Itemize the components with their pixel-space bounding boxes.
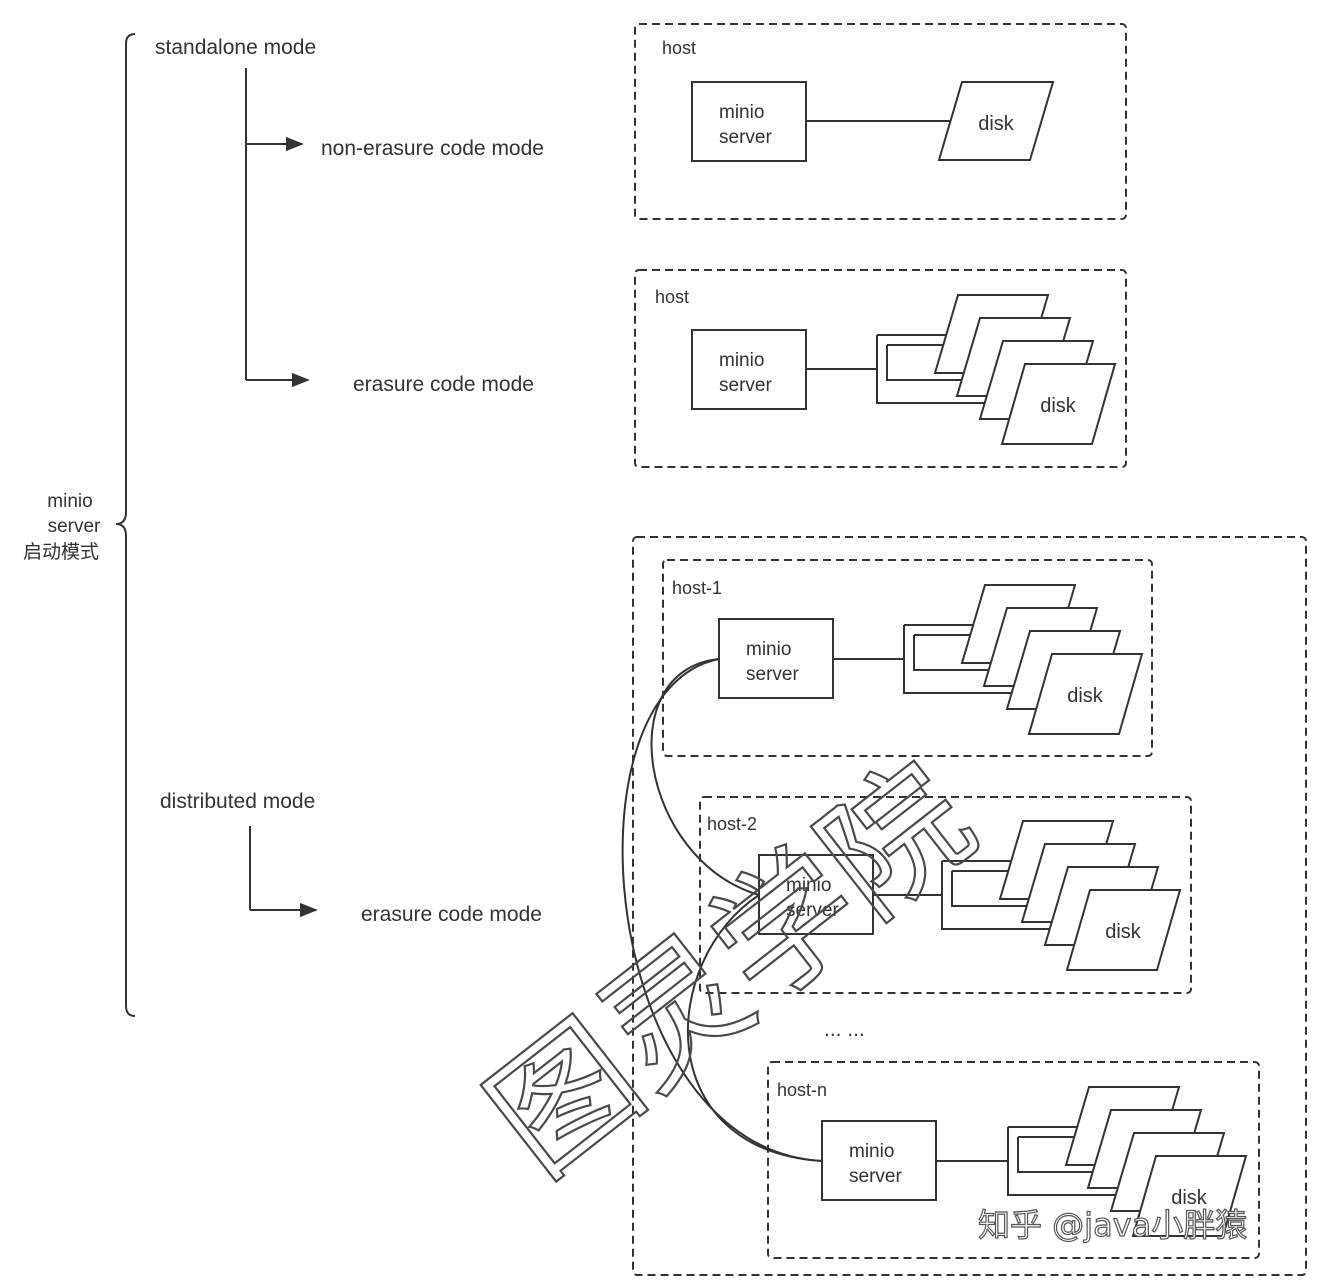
minio-server-box-b xyxy=(691,329,807,410)
distributed-mode-label: distributed mode xyxy=(160,790,315,813)
minio-server-label-2-2: server xyxy=(786,900,839,921)
disk-b-4 xyxy=(1000,363,1117,445)
root-label-line-3: 启动模式 xyxy=(23,541,99,563)
link-server-1-to-n xyxy=(621,658,823,1162)
minio-server-label-1-2: server xyxy=(746,664,799,685)
root-label-line-2: server xyxy=(48,516,101,537)
distributed-cluster-panel xyxy=(632,536,1307,1276)
left-brace xyxy=(115,33,136,1017)
root-label-line-1: minio xyxy=(47,491,92,512)
minio-server-label-a-2: server xyxy=(719,127,772,148)
disk-bus-1 xyxy=(833,624,1037,694)
minio-server-label-2-1: minio xyxy=(786,875,831,896)
disk-2-4 xyxy=(1065,889,1182,971)
host-label-2: host-2 xyxy=(707,814,757,834)
minio-server-label-a-1: minio xyxy=(719,102,764,123)
host-label-1: host-1 xyxy=(672,578,722,598)
host-label-b: host xyxy=(655,287,689,307)
link-server-2-to-n xyxy=(686,894,823,1162)
host-panel-1 xyxy=(662,559,1153,757)
host-panel-n xyxy=(767,1061,1260,1259)
erasure-code-mode-label-standalone: erasure code mode xyxy=(353,373,534,396)
disk-stack-1: disk xyxy=(833,584,1144,735)
minio-server-label-1-1: minio xyxy=(746,639,791,660)
disk-1-4 xyxy=(1027,653,1144,735)
host-panel-standalone-single xyxy=(634,23,1127,220)
disk-stack-2: disk xyxy=(873,820,1182,971)
minio-server-label-b-1: minio xyxy=(719,350,764,371)
link-server-1-to-2 xyxy=(650,658,760,896)
disk-label-single: disk xyxy=(978,113,1015,135)
more-hosts-ellipsis: ... ... xyxy=(824,1018,865,1041)
minio-server-box-a xyxy=(691,81,807,162)
erasure-code-mode-label-distributed: erasure code mode xyxy=(361,903,542,926)
minio-server-label-n-2: server xyxy=(849,1166,902,1187)
minio-server-label-n-1: minio xyxy=(849,1141,894,1162)
disk-single xyxy=(937,81,1055,161)
host-label-n: host-n xyxy=(777,1080,827,1100)
credit-label: 知乎 @java小胖猿 xyxy=(978,1206,1247,1244)
minio-server-box-n xyxy=(821,1120,937,1201)
disk-label-2: disk xyxy=(1105,921,1142,943)
disk-label-n: disk xyxy=(1171,1187,1208,1209)
disk-stack-n: disk xyxy=(936,1086,1248,1237)
disk-bus-n xyxy=(936,1126,1141,1196)
minio-server-box-1 xyxy=(718,618,834,699)
host-panel-2 xyxy=(699,796,1192,994)
minio-server-label-b-2: server xyxy=(719,375,772,396)
standalone-mode-label: standalone mode xyxy=(155,36,316,59)
disk-label-1: disk xyxy=(1067,685,1104,707)
host-panel-standalone-erasure xyxy=(634,269,1127,468)
disk-n-4 xyxy=(1131,1155,1248,1237)
host-label-a: host xyxy=(662,38,696,58)
disk-bus-b xyxy=(806,334,1010,404)
non-erasure-code-mode-label: non-erasure code mode xyxy=(321,137,544,160)
minio-server-box-2 xyxy=(758,854,874,935)
disk-stack-b: disk xyxy=(806,294,1117,445)
disk-bus-2 xyxy=(873,860,1075,930)
disk-label-b: disk xyxy=(1040,395,1077,417)
